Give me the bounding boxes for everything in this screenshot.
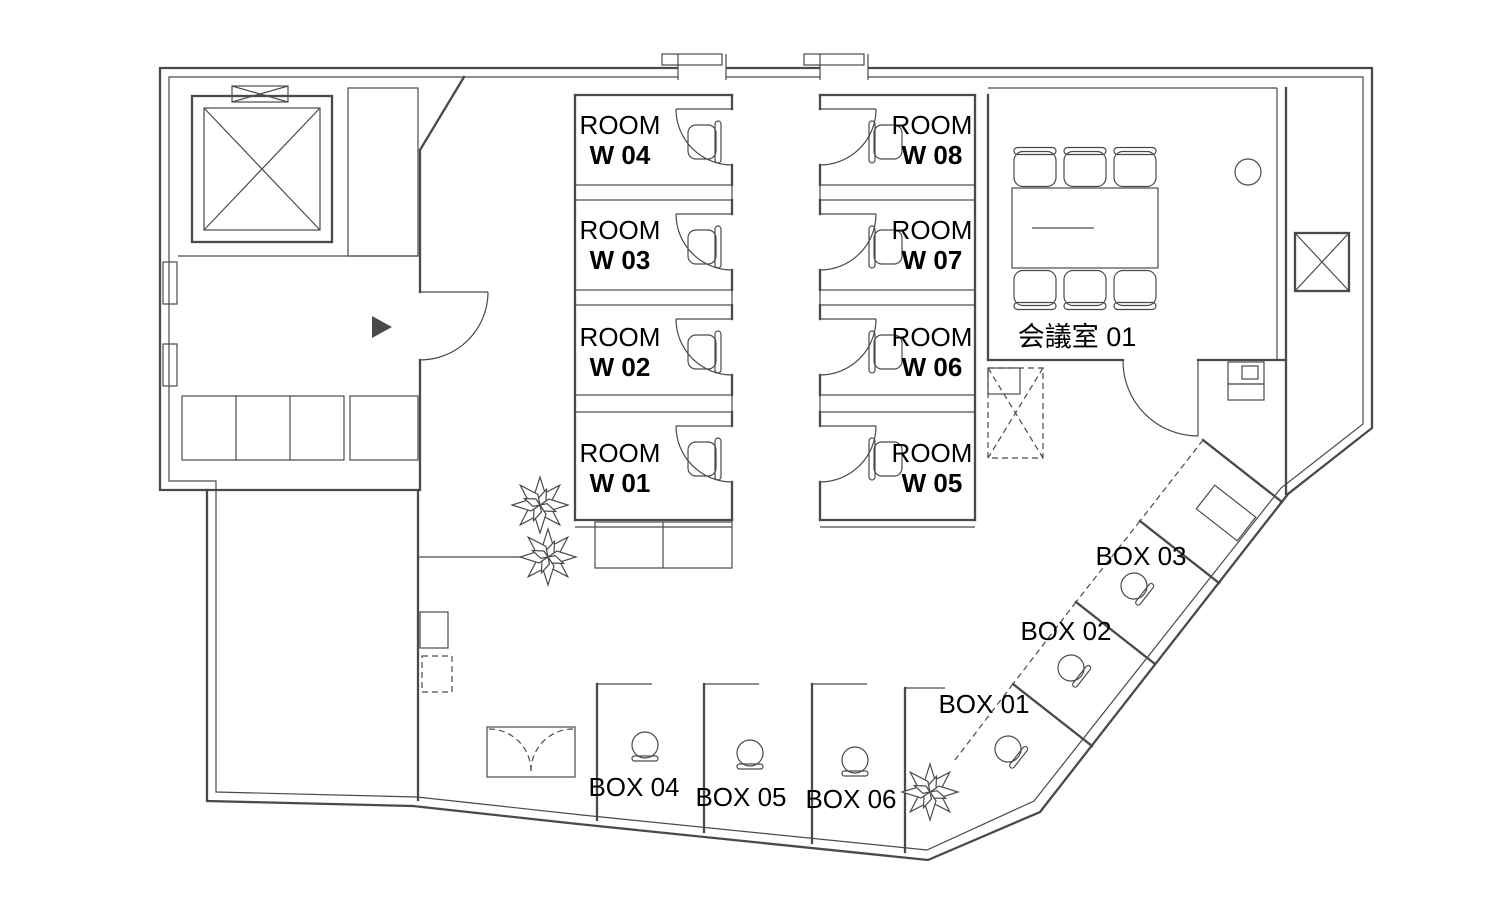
meeting-chair: [1113, 146, 1157, 188]
box-05-label: BOX 05: [695, 782, 786, 812]
booth-desk: [1195, 484, 1257, 542]
door-arc-w05: [819, 425, 877, 483]
door-arc-w08: [819, 108, 877, 166]
booth-partition: [1138, 519, 1221, 585]
sliding-door-panel: [803, 53, 865, 66]
lower-left-walls: [416, 488, 545, 802]
plant-icon: [519, 528, 577, 586]
room-w03-id-label: W 03: [590, 245, 651, 275]
room-w05-id-label: W 05: [902, 468, 963, 498]
room-w01-type-label: ROOM: [580, 438, 661, 468]
booth-stool: [631, 731, 659, 762]
sliding-door-panel: [661, 53, 723, 66]
hall-door-arc: [419, 291, 489, 361]
box-02-label: BOX 02: [1020, 616, 1111, 646]
room-w01-id-label: W 01: [590, 468, 651, 498]
room-w07-id-label: W 07: [902, 245, 963, 275]
meeting-table: [1011, 187, 1159, 269]
room-w08-type-label: ROOM: [892, 110, 973, 140]
meeting-chair: [1013, 269, 1057, 311]
right-shaft: [1293, 231, 1351, 293]
room-w07-type-label: ROOM: [892, 215, 973, 245]
desk-chair: [687, 330, 722, 374]
room-column-right: [818, 93, 977, 528]
booth-stool: [736, 739, 764, 770]
plant-icon: [511, 476, 569, 534]
stair-room: [181, 395, 345, 461]
desk-chair: [687, 437, 722, 481]
booth-stool: [1052, 649, 1093, 689]
meeting-room-label: 会議室 01: [1018, 322, 1137, 352]
dashed-fixture: [987, 367, 1044, 459]
meeting-chair: [1013, 146, 1057, 188]
cabinet: [419, 611, 449, 649]
elevator-shaft: [190, 94, 334, 244]
future-fixture: [421, 655, 453, 693]
door-arc-w01: [675, 425, 733, 483]
partition-wall: [819, 394, 976, 413]
door-arc-w03: [675, 213, 733, 271]
box-01-label: BOX 01: [938, 689, 1029, 719]
room-column-left: [573, 93, 734, 569]
storage-room: [349, 395, 419, 461]
meeting-chair: [1063, 146, 1107, 188]
room-w04-id-label: W 04: [590, 140, 651, 170]
bottom-boxes: [486, 682, 945, 854]
diagonal-boxes: [954, 438, 1284, 770]
elevator-call-panel: [231, 85, 289, 103]
booth-partition: [1074, 600, 1157, 666]
elevator-block: [162, 85, 420, 492]
meeting-room: [986, 86, 1288, 496]
hall-partition: [418, 75, 489, 492]
partition-wall: [574, 184, 733, 201]
desk-chair: [687, 120, 722, 164]
room-w06-type-label: ROOM: [892, 322, 973, 352]
room-w02-id-label: W 02: [590, 352, 651, 382]
room-w06-id-label: W 06: [902, 352, 963, 382]
box-03-label: BOX 03: [1095, 541, 1186, 571]
door-arc-w04: [675, 108, 733, 166]
room-w05-type-label: ROOM: [892, 438, 973, 468]
booth-stool: [841, 746, 869, 777]
room-w04-type-label: ROOM: [580, 110, 661, 140]
storage-cabinet: [486, 726, 576, 778]
door-arc-w02: [675, 318, 733, 376]
booth-stool: [1115, 567, 1156, 607]
entrance-arrow-marker: [372, 316, 392, 338]
booth-partition: [1011, 682, 1094, 748]
desk-chair: [687, 225, 722, 269]
plant-icon: [901, 763, 959, 821]
labels: ROOM W 04 ROOM W 03 ROOM W 02 ROOM W 01 …: [580, 110, 1187, 814]
room-w03-type-label: ROOM: [580, 215, 661, 245]
pipe-shaft: [162, 343, 178, 387]
meeting-room-door-arc: [1122, 360, 1199, 437]
service-room: [347, 87, 419, 257]
partition-wall: [574, 289, 733, 306]
box-04-label: BOX 04: [588, 772, 679, 802]
outer-walls: [158, 66, 1374, 862]
round-fixture: [1234, 158, 1262, 186]
door-arc-w07: [819, 213, 877, 271]
room-w02-type-label: ROOM: [580, 322, 661, 352]
meeting-chair: [1113, 269, 1157, 311]
plants: [511, 476, 959, 821]
entrance-doors: [661, 53, 869, 80]
box-06-label: BOX 06: [805, 784, 896, 814]
door-arc-w06: [819, 318, 877, 376]
room-w08-id-label: W 08: [902, 140, 963, 170]
partition-wall: [574, 394, 733, 413]
booth-stool: [989, 730, 1030, 770]
meeting-chair: [1063, 269, 1107, 311]
partition-wall: [819, 289, 976, 306]
partition-wall: [819, 184, 976, 201]
pipe-shaft: [162, 261, 178, 305]
booth-partition: [1201, 438, 1284, 504]
